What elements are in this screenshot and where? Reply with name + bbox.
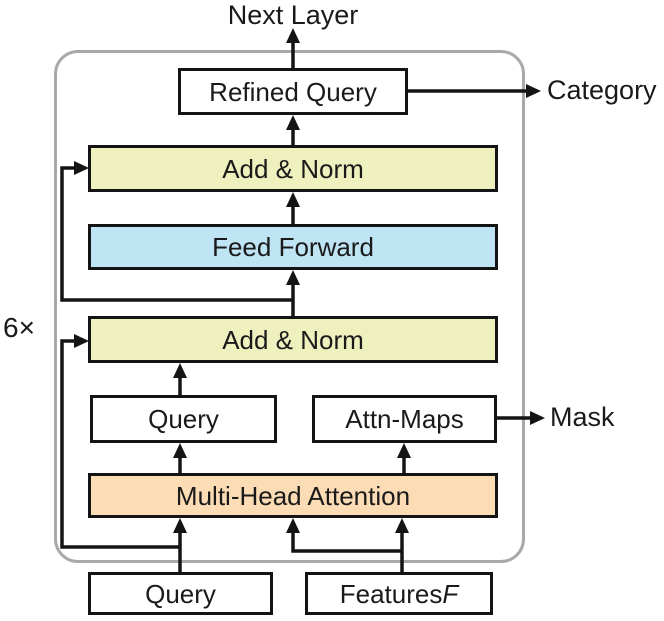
node-feed-forward: Feed Forward <box>88 224 498 270</box>
node-query-input: Query <box>88 572 273 615</box>
features-label-text: Features <box>339 578 443 609</box>
node-multi-head-attention: Multi-Head Attention <box>88 473 498 518</box>
node-add-norm-bottom: Add & Norm <box>88 316 498 363</box>
category-output-label: Category <box>547 74 657 105</box>
node-add-norm-top: Add & Norm <box>88 145 498 192</box>
node-query-mid: Query <box>90 395 277 443</box>
next-layer-label: Next Layer <box>227 0 359 30</box>
features-variable-f: F <box>442 578 459 609</box>
node-features-input: Features F <box>305 572 493 615</box>
node-refined-query: Refined Query <box>178 68 408 115</box>
loop-count-label: 6× <box>3 312 35 343</box>
mask-output-label: Mask <box>550 401 615 432</box>
layer-container-frame <box>54 50 525 563</box>
node-attn-maps: Attn-Maps <box>312 395 497 443</box>
